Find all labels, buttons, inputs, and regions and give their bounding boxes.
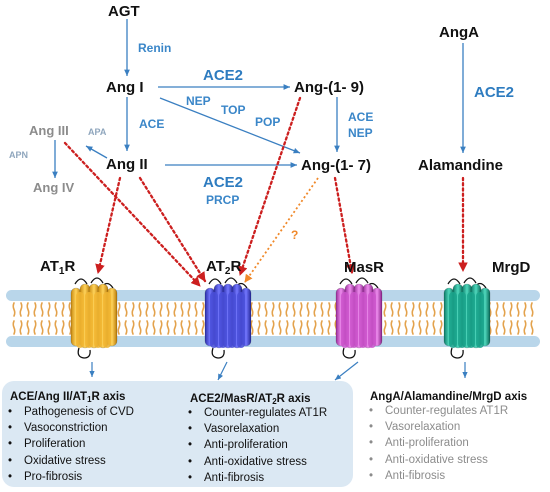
arrow-ang-ii-to-at1r	[95, 176, 122, 275]
label-masr: MasR	[344, 259, 385, 276]
node-ang-ii: Ang II	[106, 156, 148, 173]
effect-arrows	[89, 361, 468, 381]
effect-item: Anti-fibrosis	[367, 468, 508, 484]
axis-title-protective: ACE2/MasR/AT2R axis	[190, 393, 311, 406]
arrow-ang-1-7-to-masr	[333, 176, 356, 275]
arrow-ang-i-to-ang-1-7	[159, 97, 301, 154]
receptor-at1r	[70, 277, 118, 359]
label-at2r: AT2R	[206, 258, 242, 277]
label-at1r: AT1R	[40, 258, 76, 277]
enzyme-ace: ACE	[139, 117, 165, 131]
conversion-arrows	[52, 19, 466, 178]
effect-item: Anti-oxidative stress	[186, 454, 327, 470]
effect-item: Counter-regulates AT1R	[367, 403, 508, 419]
effect-item: Counter-regulates AT1R	[186, 405, 327, 421]
node-ang-iii: Ang III	[29, 123, 69, 138]
effect-list-alamandine: Counter-regulates AT1RVasorelaxationAnti…	[367, 403, 508, 484]
enzyme-apa: APA	[88, 127, 107, 137]
enzyme-ace2-mid: ACE2	[203, 174, 244, 191]
arrow-ang-iii-to-at2r	[63, 141, 202, 288]
effect-item: Anti-fibrosis	[186, 470, 327, 486]
enzyme-pop: POP	[255, 115, 281, 129]
node-alamandine: Alamandine	[418, 157, 504, 174]
effect-item: Pathogenesis of CVD	[6, 404, 134, 420]
node-agt: AGT	[108, 3, 140, 20]
arrow-ang-ii-to-at2r	[138, 176, 207, 283]
enzyme-renin: Renin	[138, 41, 172, 55]
enzyme-apn: APN	[9, 150, 29, 160]
arrow-ang-1-7-to-at2r	[244, 177, 319, 283]
unknown-pathway-mark: ?	[291, 228, 299, 242]
effect-list-protective: Counter-regulates AT1RVasorelaxationAnti…	[186, 405, 327, 486]
arrow-ang-1-9-to-at2r	[238, 96, 302, 277]
enzyme-nep: NEP	[186, 94, 211, 108]
effect-item: Proliferation	[6, 436, 134, 452]
effect-item: Anti-proliferation	[186, 437, 327, 453]
binding-arrows	[63, 96, 468, 288]
effect-item: Pro-fibrosis	[6, 469, 134, 485]
effect-item: Vasorelaxation	[367, 419, 508, 435]
enzyme-ace-right: ACE	[348, 110, 374, 124]
node-ang-iv: Ang IV	[33, 180, 75, 195]
effect-item: Oxidative stress	[6, 453, 134, 469]
effect-item: Anti-oxidative stress	[367, 452, 508, 468]
node-ang-1-7: Ang-(1- 7)	[301, 157, 371, 174]
enzyme-prcp: PRCP	[206, 193, 240, 207]
effect-item: Vasoconstriction	[6, 420, 134, 436]
receptor-at2r	[204, 277, 252, 359]
axis-title-classic: ACE/Ang II/AT1R axis	[10, 391, 126, 404]
node-ang-i: Ang I	[106, 79, 144, 96]
arrow-at2r-effects	[217, 361, 228, 381]
label-mrgd: MrgD	[492, 259, 531, 276]
enzyme-ace2-top: ACE2	[203, 67, 244, 84]
enzyme-top: TOP	[221, 103, 246, 117]
arrow-masr-effects	[334, 361, 359, 381]
receptor-mrgd	[443, 277, 491, 359]
node-ang-a: AngA	[439, 24, 479, 41]
axis-title-alamandine: AngA/Alamandine/MrgD axis	[370, 391, 528, 403]
effect-item: Anti-proliferation	[367, 435, 508, 451]
node-ang-1-9: Ang-(1- 9)	[294, 79, 364, 96]
enzyme-ace2-alamandine: ACE2	[474, 84, 515, 101]
receptor-masr	[335, 277, 383, 359]
effect-item: Vasorelaxation	[186, 421, 327, 437]
enzyme-nep-right: NEP	[348, 126, 373, 140]
effect-list-classic: Pathogenesis of CVDVasoconstrictionProli…	[6, 404, 134, 485]
arrow-ang-ii-to-ang-iii	[85, 145, 108, 159]
